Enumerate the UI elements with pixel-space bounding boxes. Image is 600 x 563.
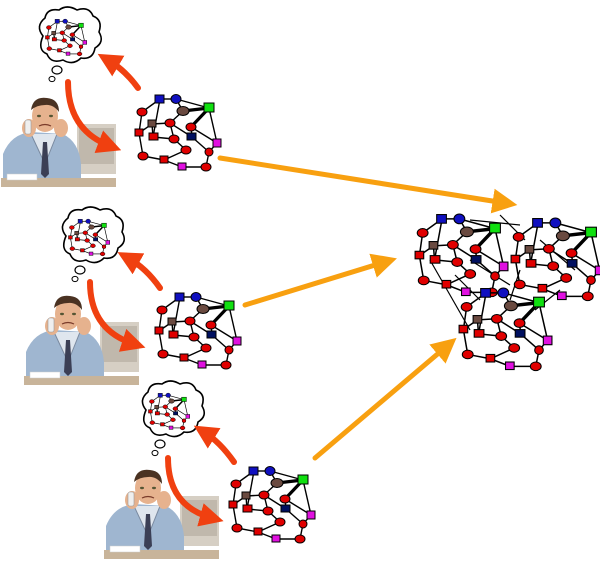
feedback-arrow-down [165, 455, 224, 527]
node-network-diagram [133, 92, 223, 173]
thought-bubble-icon [39, 7, 101, 82]
merge-arrow-3 [312, 337, 457, 461]
feedback-arrow-up [193, 425, 237, 465]
feedback-arrow-down [65, 79, 122, 153]
feedback-arrow-up [97, 53, 141, 91]
person-3-group [103, 381, 317, 560]
person-1-group [0, 7, 223, 188]
feedback-arrow-up [117, 252, 163, 291]
merge-arrow-1 [217, 155, 518, 214]
merge-arrow-2 [242, 253, 397, 308]
feedback-arrow-down [87, 279, 146, 352]
thought-bubble-icon [142, 381, 204, 456]
merge-arrows [217, 155, 518, 461]
node-network-diagram [153, 290, 243, 371]
merged-network-diagram [413, 212, 600, 373]
thought-bubble-icon [62, 207, 124, 282]
person-2-group [23, 207, 243, 386]
node-network-diagram [227, 464, 317, 545]
